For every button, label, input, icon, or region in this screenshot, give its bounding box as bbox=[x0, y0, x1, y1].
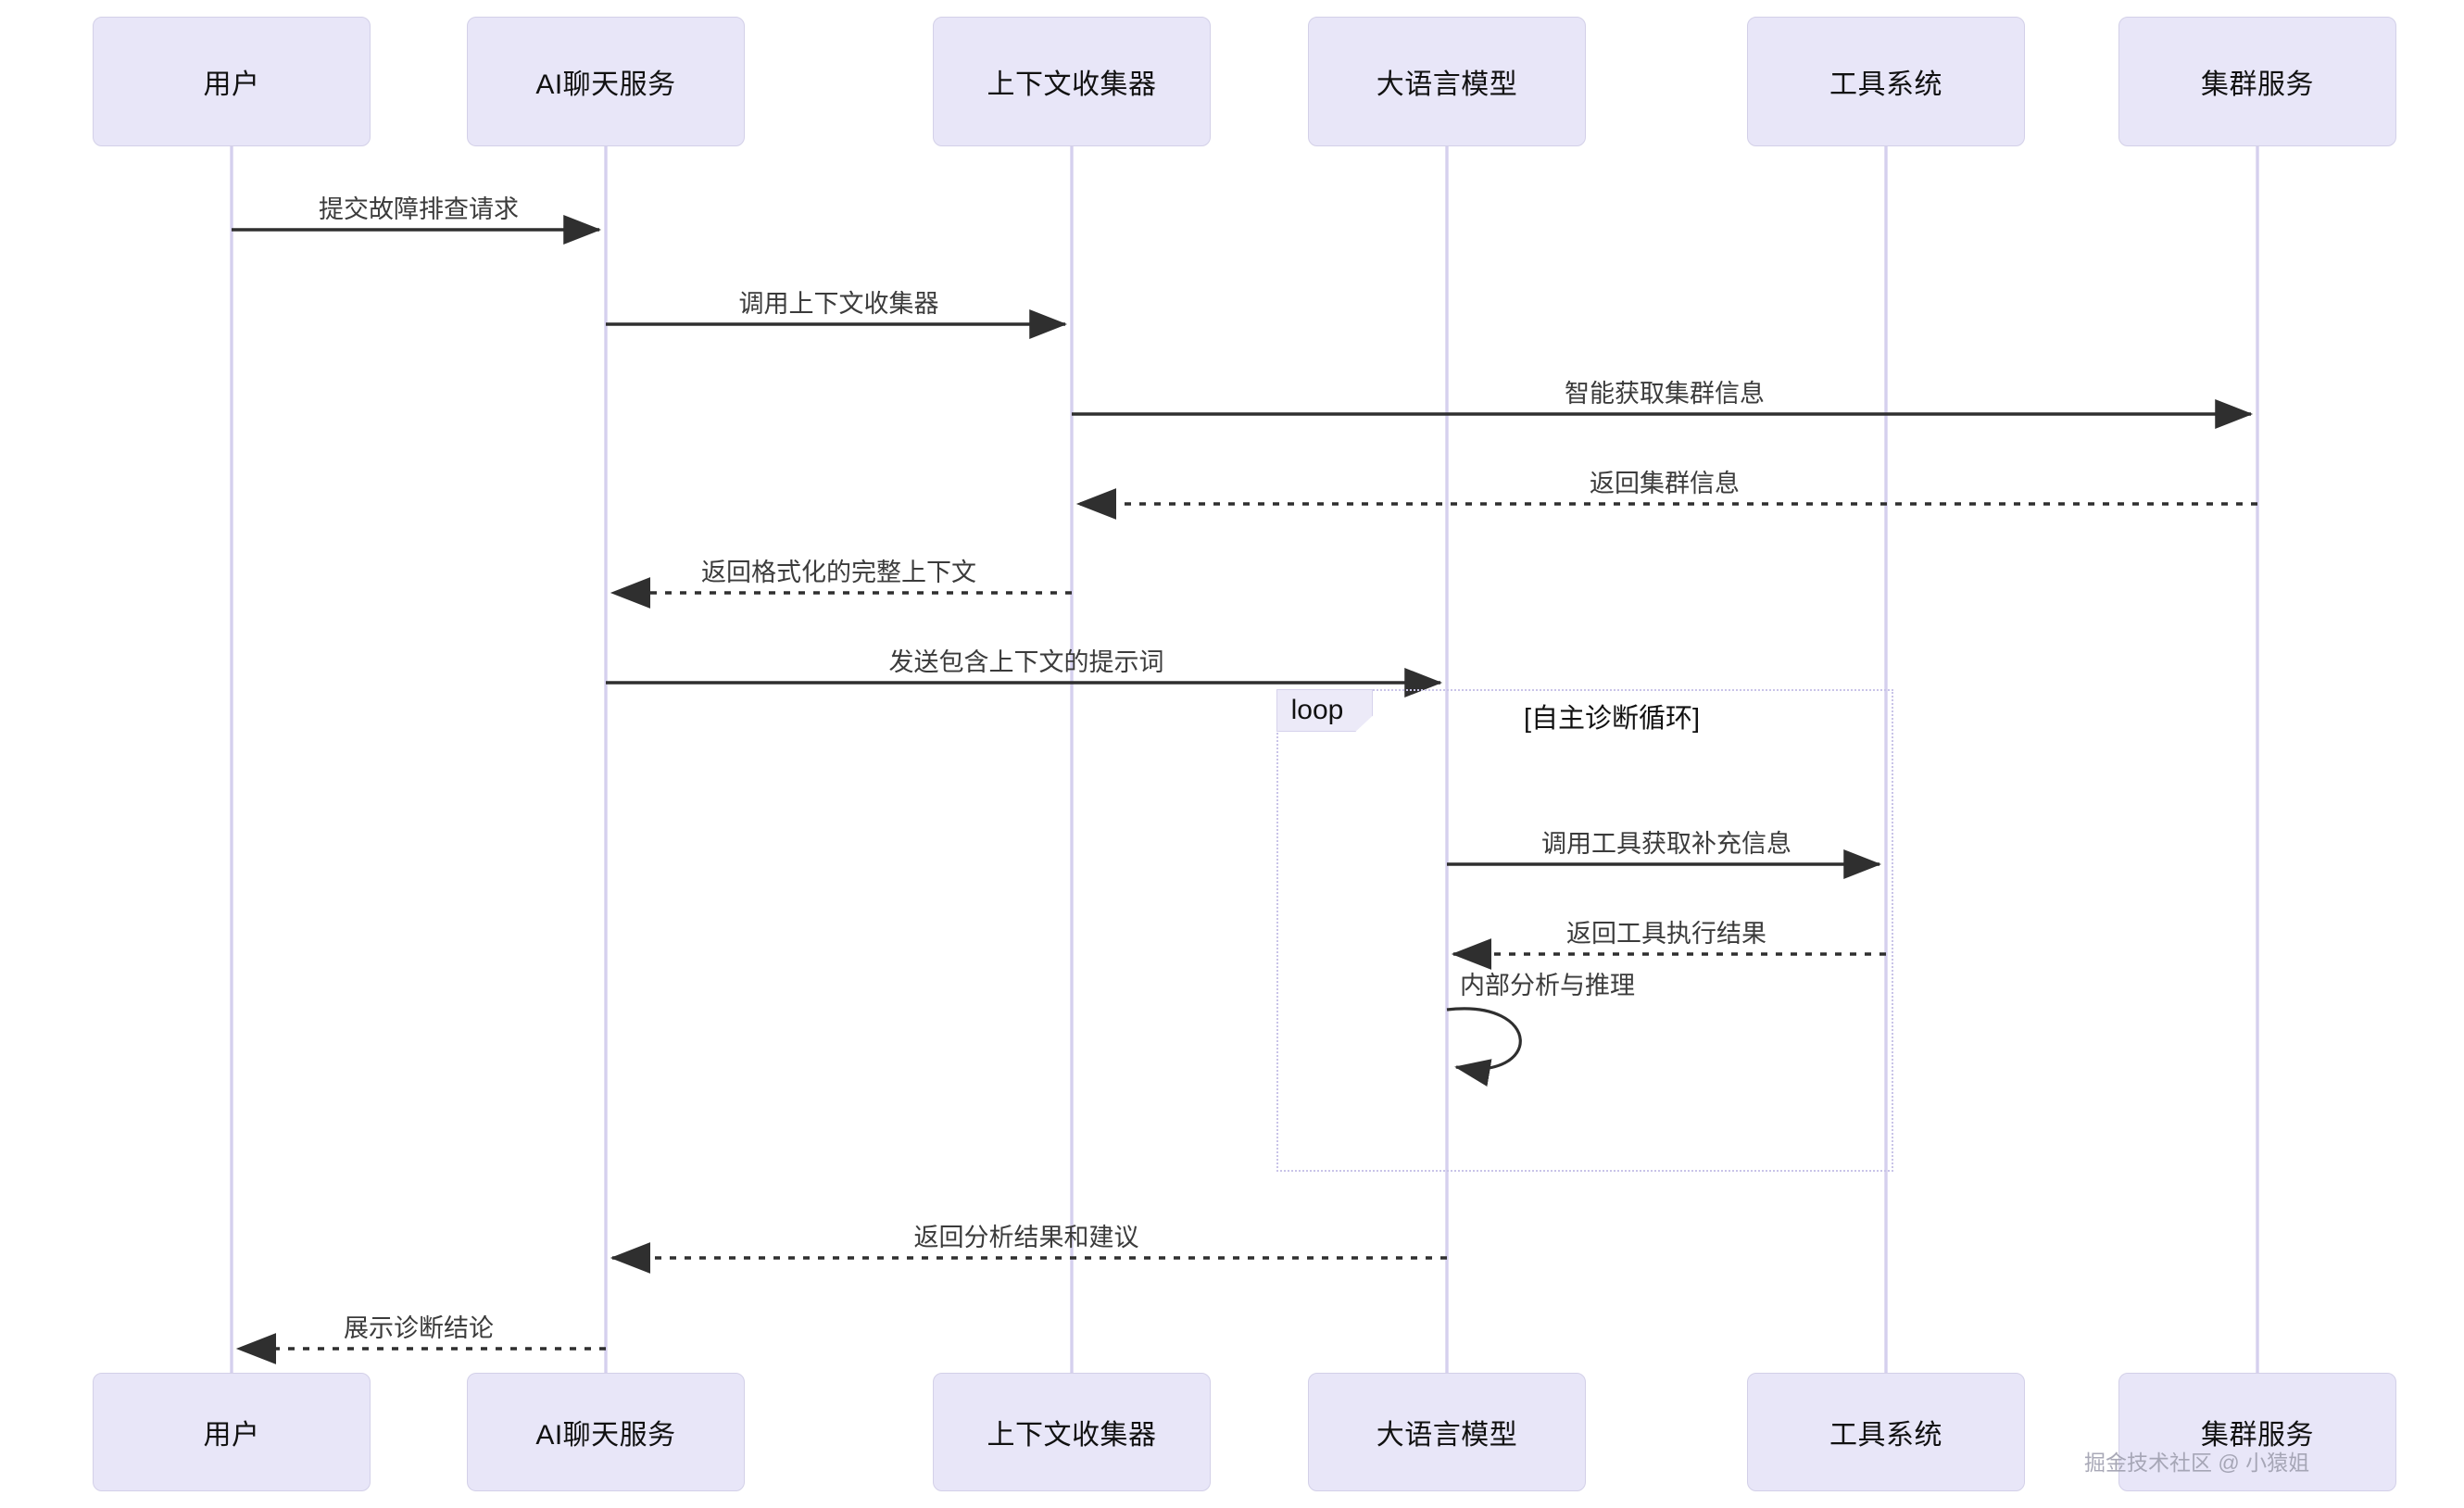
participant-cluster-bottom[interactable]: 集群服务 bbox=[2118, 1373, 2396, 1491]
message-label-2: 调用上下文收集器 bbox=[738, 290, 939, 318]
participant-label: 用户 bbox=[203, 69, 260, 100]
participant-user-top[interactable]: 用户 bbox=[93, 17, 371, 146]
loop-fragment-tag-label: loop bbox=[1290, 695, 1344, 725]
participant-label: AI聊天服务 bbox=[535, 1420, 676, 1451]
participant-collector-top[interactable]: 上下文收集器 bbox=[933, 17, 1211, 146]
participant-label: 集群服务 bbox=[2201, 1420, 2314, 1451]
message-label-4: 返回集群信息 bbox=[1590, 470, 1740, 497]
message-label-8: 返回工具执行结果 bbox=[1566, 920, 1766, 948]
message-label-5: 返回格式化的完整上下文 bbox=[701, 559, 976, 586]
message-label-1: 提交故障排查请求 bbox=[319, 195, 519, 223]
watermark: 掘金技术社区 @ 小猿姐 bbox=[2084, 1451, 2310, 1475]
participant-collector-bottom[interactable]: 上下文收集器 bbox=[933, 1373, 1211, 1491]
participant-chat-bottom[interactable]: AI聊天服务 bbox=[467, 1373, 745, 1491]
message-label-3: 智能获取集群信息 bbox=[1565, 380, 1765, 408]
participant-label: 用户 bbox=[203, 1420, 260, 1451]
loop-fragment-condition: [自主诊断循环] bbox=[1523, 704, 1701, 734]
message-arrows-group bbox=[232, 215, 2257, 1364]
participant-chat-top[interactable]: AI聊天服务 bbox=[467, 17, 745, 146]
participant-user-bottom[interactable]: 用户 bbox=[93, 1373, 371, 1491]
message-label-10: 返回分析结果和建议 bbox=[913, 1224, 1139, 1251]
lifelines-group bbox=[230, 146, 2259, 1373]
loop-fragment-tag: loop bbox=[1276, 689, 1373, 732]
participant-llm-top[interactable]: 大语言模型 bbox=[1308, 17, 1586, 146]
participant-label: AI聊天服务 bbox=[535, 69, 676, 100]
message-label-6: 发送包含上下文的提示词 bbox=[888, 648, 1164, 676]
participant-tools-top[interactable]: 工具系统 bbox=[1747, 17, 2025, 146]
participant-label: 大语言模型 bbox=[1376, 69, 1518, 100]
participant-tools-bottom[interactable]: 工具系统 bbox=[1747, 1373, 2025, 1491]
participant-cluster-top[interactable]: 集群服务 bbox=[2118, 17, 2396, 146]
participant-label: 上下文收集器 bbox=[987, 1420, 1157, 1451]
participant-label: 大语言模型 bbox=[1376, 1420, 1518, 1451]
participant-llm-bottom[interactable]: 大语言模型 bbox=[1308, 1373, 1586, 1491]
message-label-9: 内部分析与推理 bbox=[1460, 972, 1635, 999]
loop-fragment bbox=[1276, 689, 1893, 1172]
message-label-11: 展示诊断结论 bbox=[344, 1314, 494, 1342]
participant-label: 工具系统 bbox=[1829, 69, 1942, 100]
participant-label: 集群服务 bbox=[2201, 69, 2314, 100]
participant-label: 工具系统 bbox=[1829, 1420, 1942, 1451]
message-label-7: 调用工具获取补充信息 bbox=[1541, 830, 1791, 858]
self-message-arrow-9 bbox=[1446, 1007, 1522, 1087]
participant-label: 上下文收集器 bbox=[987, 69, 1157, 100]
